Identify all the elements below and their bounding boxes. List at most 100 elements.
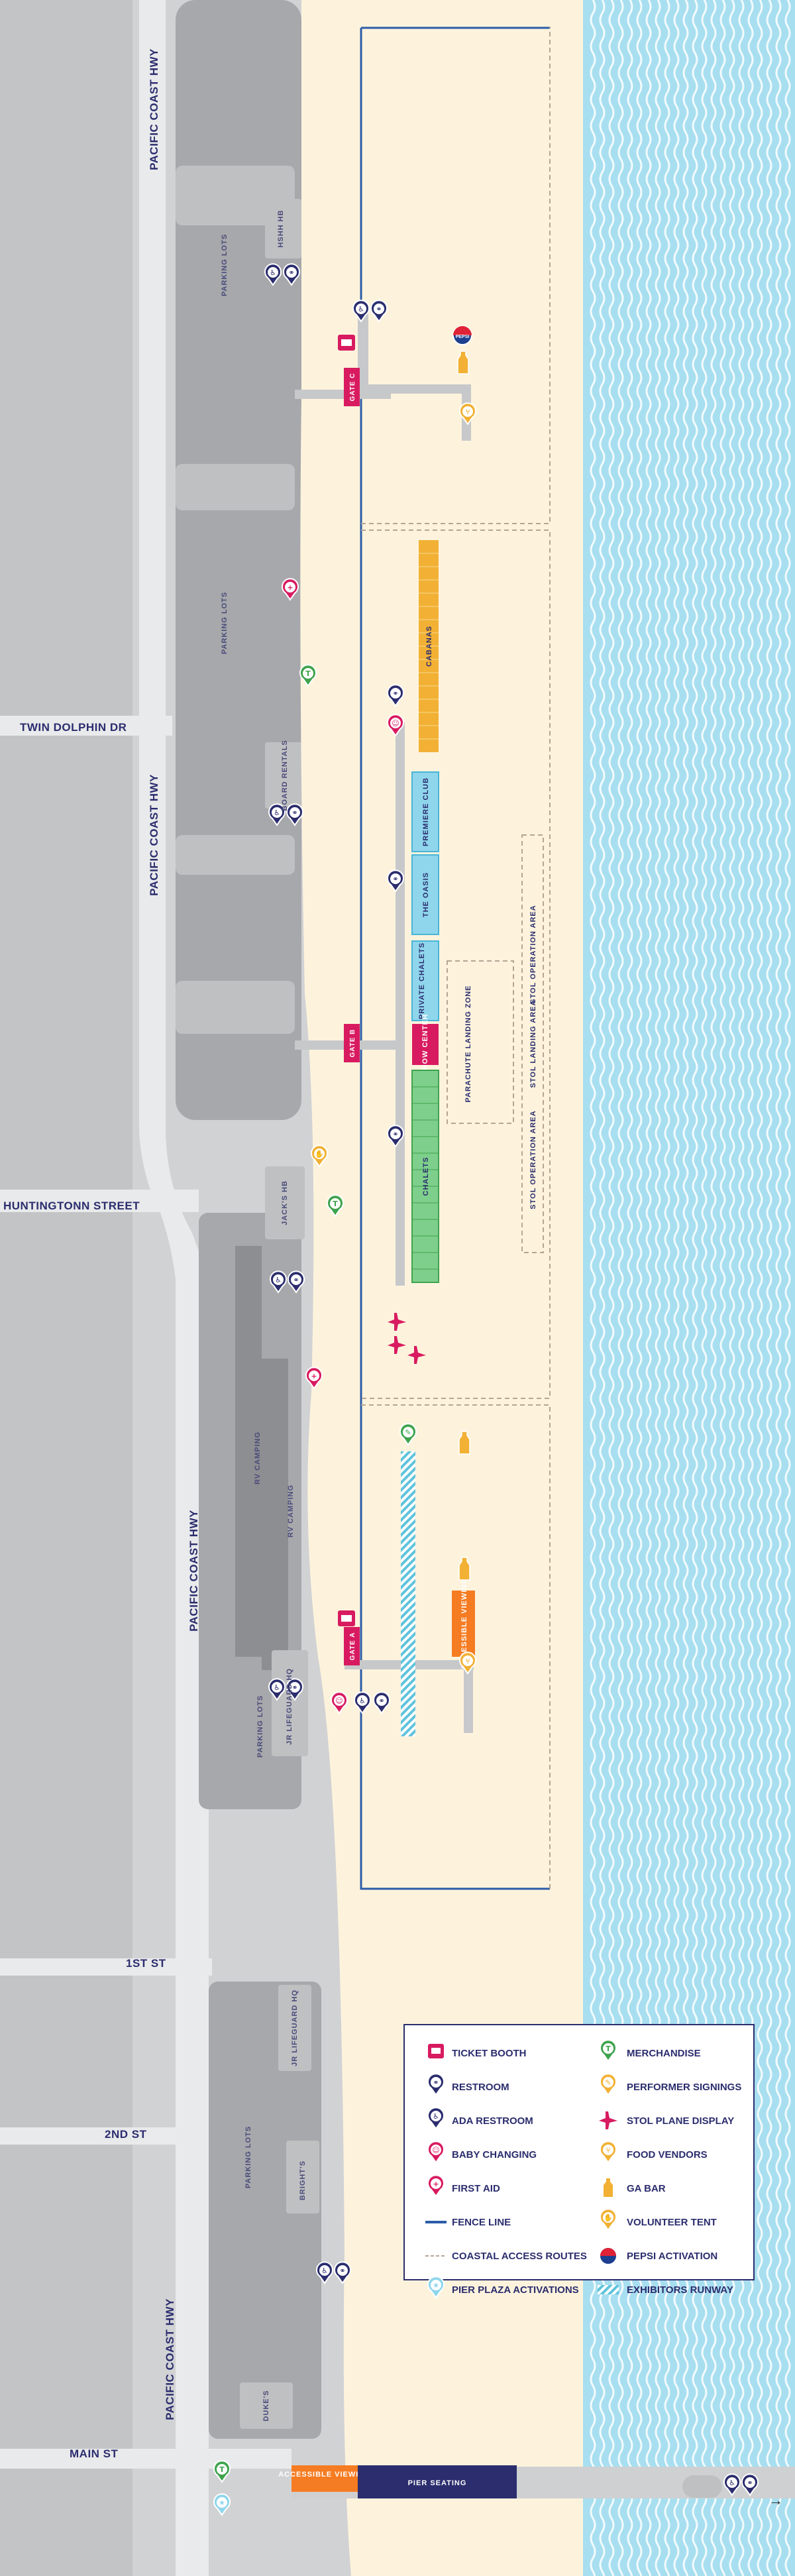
restroom-icon[interactable]: ⚭: [387, 1125, 404, 1148]
legend-label: COASTAL ACCESS ROUTES: [452, 2251, 587, 2262]
merchandise-icon[interactable]: T: [299, 664, 317, 687]
ticket-booth-icon[interactable]: [338, 1610, 355, 1626]
svg-text:✋: ✋: [604, 2213, 613, 2222]
merchandise-icon[interactable]: T: [327, 1194, 344, 1217]
pepsi-activation-icon[interactable]: PEPSI: [452, 325, 472, 345]
restroom-icon[interactable]: ⚭: [387, 869, 404, 893]
ada-restroom-icon[interactable]: ♿: [264, 263, 282, 286]
volunteer-tent-icon[interactable]: ✋: [311, 1145, 328, 1168]
baby-changing-icon[interactable]: ☺: [387, 714, 404, 737]
svg-text:♿: ♿: [275, 1276, 282, 1284]
svg-text:⚭: ⚭: [433, 2078, 439, 2087]
private-chalets[interactable]: PRIVATE CHALETS: [411, 940, 439, 1021]
svg-text:☺: ☺: [335, 1697, 343, 1705]
cabanas[interactable]: CABANAS: [419, 540, 439, 752]
legend-label: BABY CHANGING: [452, 2149, 537, 2160]
baby-changing-icon[interactable]: ☺: [331, 1691, 348, 1714]
stol-operation-label-north: STOL OPERATION AREA: [529, 905, 537, 1003]
restroom-icon[interactable]: ⚭: [288, 1270, 305, 1294]
first-aid-icon[interactable]: +: [305, 1367, 323, 1390]
ada-restroom-icon[interactable]: ♿: [352, 300, 370, 323]
main-st-label: MAIN ST: [70, 2447, 119, 2460]
svg-text:★: ★: [219, 2498, 225, 2507]
food-vendors-icon[interactable]: ⑂: [459, 1652, 476, 1675]
main-st-road: [0, 2449, 292, 2469]
svg-text:T: T: [606, 2044, 611, 2053]
ada-restroom-icon[interactable]: ♿: [723, 2473, 741, 2496]
legend-label: ADA RESTROOM: [452, 2115, 533, 2127]
svg-text:♿: ♿: [729, 2479, 735, 2487]
exhibitors-runway[interactable]: [401, 1451, 415, 1736]
accessible-viewing-pier-label: ACCESSIBLE VIEWING: [278, 2471, 371, 2479]
cabanas-label: CABANAS: [425, 626, 433, 667]
coastal-access-routes: [361, 27, 551, 1892]
svg-text:+: +: [433, 2180, 439, 2188]
first-aid-icon[interactable]: +: [282, 578, 299, 601]
pier-plaza-activation-icon[interactable]: ★: [213, 2493, 231, 2516]
stol-operation-label-south: STOL OPERATION AREA: [529, 1110, 537, 1209]
svg-text:♿: ♿: [274, 1683, 280, 1692]
merchandise-icon[interactable]: T: [213, 2460, 231, 2483]
rv-camping-label-2: RV CAMPING: [287, 1484, 295, 1538]
svg-text:⑂: ⑂: [606, 2146, 611, 2155]
restroom-icon: ⚭: [427, 2073, 445, 2096]
fence-line: [360, 27, 550, 1890]
svg-text:⚭: ⚭: [292, 809, 297, 817]
ada-restroom-icon[interactable]: ♿: [268, 803, 286, 826]
svg-text:⚭: ⚭: [293, 1276, 299, 1284]
huntington-road: [0, 1190, 199, 1212]
ticket-booth-icon[interactable]: [338, 335, 355, 351]
legend-label: PIER PLAZA ACTIVATIONS: [452, 2284, 579, 2296]
gate-a-label: GATE A: [349, 1632, 356, 1661]
svg-text:♿: ♿: [433, 2112, 439, 2121]
show-center[interactable]: SHOW CENTER: [412, 1013, 439, 1076]
parking-lots-label-mid: PARKING LOTS: [221, 592, 229, 654]
ada-restroom-icon[interactable]: ♿: [354, 1691, 371, 1714]
gate-b[interactable]: GATE B: [344, 1024, 360, 1062]
pch-label-south: PACIFIC COAST HWY: [187, 1510, 200, 1632]
restroom-icon[interactable]: ⚭: [283, 263, 300, 286]
restroom-icon[interactable]: ⚭: [286, 1678, 303, 1701]
ga-bar-icon[interactable]: [458, 1557, 470, 1581]
restroom-icon[interactable]: ⚭: [387, 684, 404, 707]
restroom-icon[interactable]: ⚭: [370, 300, 388, 323]
legend-label: EXHIBITORS RUNWAY: [627, 2284, 733, 2296]
food-vendors-icon: ⑂: [600, 2141, 617, 2164]
gate-a[interactable]: GATE A: [344, 1627, 360, 1665]
stol-plane-display-icon[interactable]: [388, 1313, 426, 1364]
svg-text:♿: ♿: [274, 809, 280, 817]
svg-text:✎: ✎: [405, 1428, 411, 1437]
volunteer-tent-icon: ✋: [600, 2208, 617, 2231]
restroom-icon[interactable]: ⚭: [373, 1691, 390, 1714]
restroom-icon[interactable]: ⚭: [286, 803, 303, 826]
svg-text:⚭: ⚭: [392, 1130, 398, 1139]
board-rentals-label: BOARD RENTALS: [281, 740, 289, 811]
gate-c[interactable]: GATE C: [344, 368, 360, 406]
premiere-club[interactable]: PREMIERE CLUB: [411, 771, 439, 852]
ada-restroom-icon[interactable]: ♿: [268, 1678, 286, 1701]
accessible-viewing-beach[interactable]: ACCESSIBLE VIEWING: [452, 1577, 475, 1670]
restroom-icon[interactable]: ⚭: [741, 2473, 759, 2496]
twin-dolphin-road: [0, 716, 172, 736]
stol-plane-icon: [599, 2111, 617, 2129]
food-vendors-icon[interactable]: ⑂: [459, 402, 476, 425]
ga-bar-icon[interactable]: [458, 1431, 470, 1455]
performer-signings-icon: ✎: [600, 2073, 617, 2096]
legend-label: FIRST AID: [452, 2183, 500, 2194]
restroom-icon[interactable]: ⚭: [334, 2261, 351, 2284]
pch-label-north: PACIFIC COAST HWY: [148, 48, 160, 170]
baby-changing-icon: ☺: [427, 2141, 445, 2164]
show-center-label: SHOW CENTER: [421, 1013, 429, 1076]
ada-restroom-icon[interactable]: ♿: [316, 2261, 333, 2284]
first-st-label: 1ST ST: [126, 1957, 166, 1970]
hb-north-label: HSHH HB: [277, 209, 285, 247]
the-oasis[interactable]: THE OASIS: [411, 854, 439, 935]
first-st-road: [0, 1958, 212, 1976]
ga-bar-icon[interactable]: [457, 351, 469, 374]
chalets[interactable]: CHALETS: [411, 1070, 439, 1283]
performer-signings-icon[interactable]: ✎: [399, 1423, 417, 1446]
pch-road: [139, 0, 209, 2576]
ada-restroom-icon[interactable]: ♿: [270, 1270, 287, 1294]
private-chalets-label: PRIVATE CHALETS: [418, 942, 426, 1019]
pier-seating-label: PIER SEATING: [408, 2479, 467, 2487]
